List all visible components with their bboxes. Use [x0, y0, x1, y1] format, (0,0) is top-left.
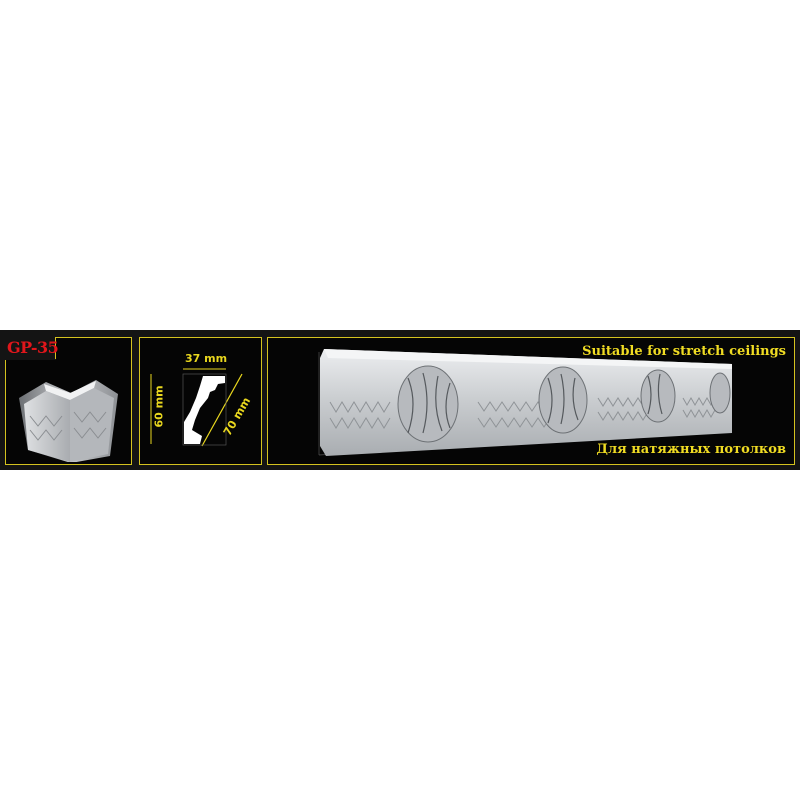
code-tab	[3, 333, 56, 360]
acanthus-leaf-ornaments	[397, 365, 731, 443]
product-code: GP-35	[7, 338, 59, 357]
english-caption: Suitable for stretch ceilings	[582, 344, 786, 359]
dimension-lines	[150, 368, 243, 447]
profile-section-panel: 37 mm 60 mm 70 mm	[139, 337, 262, 465]
width-dimension-label: 37 mm	[185, 352, 228, 365]
cornice-molding-image	[318, 349, 733, 456]
frame-line	[55, 337, 56, 359]
molding-view-panel: Suitable for stretch ceilings Для натяжн…	[267, 337, 795, 465]
russian-caption: Для натяжных потолков	[596, 442, 786, 457]
corner-molding-image	[19, 380, 118, 462]
height-dimension-label: 60 mm	[152, 385, 166, 428]
profile-shape	[184, 376, 225, 444]
